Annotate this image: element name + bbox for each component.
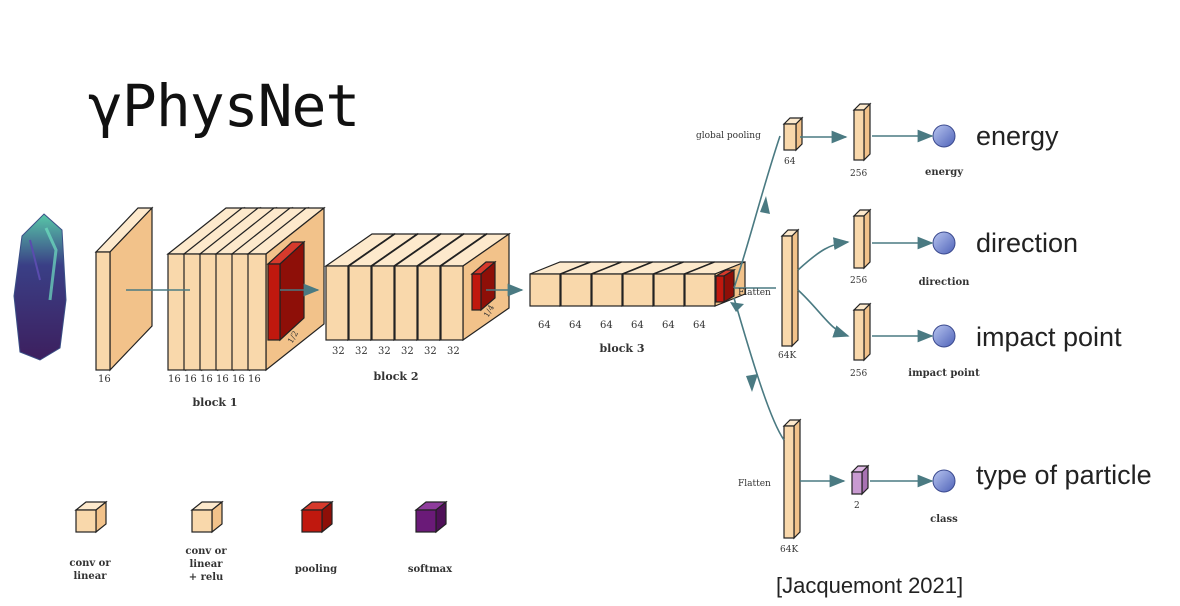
arrow-tip bbox=[760, 196, 770, 214]
input-image bbox=[13, 213, 67, 361]
output-class-node bbox=[932, 469, 956, 493]
block1-channel-label: 16 bbox=[216, 374, 229, 385]
block2-channel-label: 32 bbox=[424, 346, 437, 357]
legend-label: conv or bbox=[185, 546, 227, 557]
input-channels-label: 16 bbox=[98, 374, 111, 385]
block2-label: block 2 bbox=[373, 370, 418, 383]
cube-softmax-icon bbox=[414, 500, 448, 534]
block2-channel-label: 32 bbox=[447, 346, 460, 357]
block2-pooling bbox=[470, 260, 497, 312]
legend-label: softmax bbox=[408, 564, 453, 575]
connection-arrow bbox=[733, 135, 781, 289]
cube-plain-icon bbox=[74, 500, 108, 534]
fc-direction-size: 256 bbox=[850, 276, 867, 286]
block3-label: block 3 bbox=[599, 342, 644, 355]
block3-channel-label: 64 bbox=[569, 320, 582, 331]
block1-channel-label: 16 bbox=[184, 374, 197, 385]
legend-label: conv or bbox=[69, 558, 111, 569]
block3-pooling bbox=[713, 268, 737, 304]
fc-impact-layer bbox=[852, 302, 872, 362]
block2-channel-label: 32 bbox=[355, 346, 368, 357]
output-direction-node bbox=[932, 231, 956, 255]
block3-channel-label: 64 bbox=[600, 320, 613, 331]
fc-impact-size: 256 bbox=[850, 369, 867, 379]
input-conv-layer bbox=[94, 206, 154, 372]
block3-channel-label: 64 bbox=[631, 320, 644, 331]
connection-arrow bbox=[733, 297, 785, 441]
block1-channel-label: 16 bbox=[232, 374, 245, 385]
cube-relu-icon bbox=[190, 500, 224, 534]
legend-label: linear bbox=[74, 571, 108, 582]
global-pooling-size: 64 bbox=[784, 157, 796, 167]
output-energy-node bbox=[932, 124, 956, 148]
block1-channel-label: 16 bbox=[248, 374, 261, 385]
flatten-class-label: Flatten bbox=[738, 479, 771, 489]
citation: [Jacquemont 2021] bbox=[776, 573, 964, 598]
global-pooling-label: global pooling bbox=[696, 131, 761, 141]
arrow-tip bbox=[746, 374, 758, 392]
output-impact-node bbox=[932, 324, 956, 348]
block3-channel-label: 64 bbox=[538, 320, 551, 331]
connection-arrow bbox=[797, 237, 850, 271]
block1-channel-label: 16 bbox=[200, 374, 213, 385]
fc-direction-layer bbox=[852, 208, 872, 270]
output-energy-label: energy bbox=[976, 121, 1059, 151]
softmax-class-layer bbox=[850, 464, 870, 496]
block2-channel-label: 32 bbox=[378, 346, 391, 357]
block2-channel-label: 32 bbox=[401, 346, 414, 357]
node-class-label: class bbox=[930, 514, 958, 525]
node-impact-label: impact point bbox=[908, 368, 980, 379]
flatten-main-size: 64K bbox=[778, 351, 796, 361]
legend-label: pooling bbox=[295, 564, 337, 575]
block3-channel-label: 64 bbox=[662, 320, 675, 331]
layer-stack bbox=[94, 102, 956, 540]
fc-class-size: 2 bbox=[854, 501, 860, 511]
legend-label: + relu bbox=[189, 572, 224, 583]
connection-arrow bbox=[797, 289, 850, 338]
cube-pooling-icon bbox=[300, 500, 334, 534]
fc-energy-size: 256 bbox=[850, 169, 867, 179]
legend: conv or linear conv or linear + relu pooling s… bbox=[69, 500, 453, 583]
output-class-label: type of particle bbox=[976, 460, 1152, 490]
flatten-main-layer bbox=[780, 228, 800, 348]
block1-label: block 1 bbox=[192, 396, 237, 409]
legend-label: linear bbox=[190, 559, 224, 570]
global-pooling-layer bbox=[782, 116, 804, 152]
flatten-class-layer bbox=[782, 418, 802, 540]
block1-pooling bbox=[266, 240, 306, 342]
flatten-main-label: Flatten bbox=[738, 288, 771, 298]
block3-channel-label: 64 bbox=[693, 320, 706, 331]
arrow-tip bbox=[730, 302, 744, 312]
node-direction-label: direction bbox=[919, 277, 971, 288]
diagram-title: γPhysNet bbox=[88, 72, 360, 140]
block1-channel-label: 16 bbox=[168, 374, 181, 385]
fc-energy-layer bbox=[852, 102, 872, 162]
flatten-class-size: 64K bbox=[780, 545, 798, 555]
node-energy-label: energy bbox=[925, 167, 964, 178]
block2-channel-label: 32 bbox=[332, 346, 345, 357]
connections bbox=[126, 129, 934, 488]
output-direction-label: direction bbox=[976, 228, 1079, 258]
output-impact-label: impact point bbox=[976, 322, 1122, 352]
